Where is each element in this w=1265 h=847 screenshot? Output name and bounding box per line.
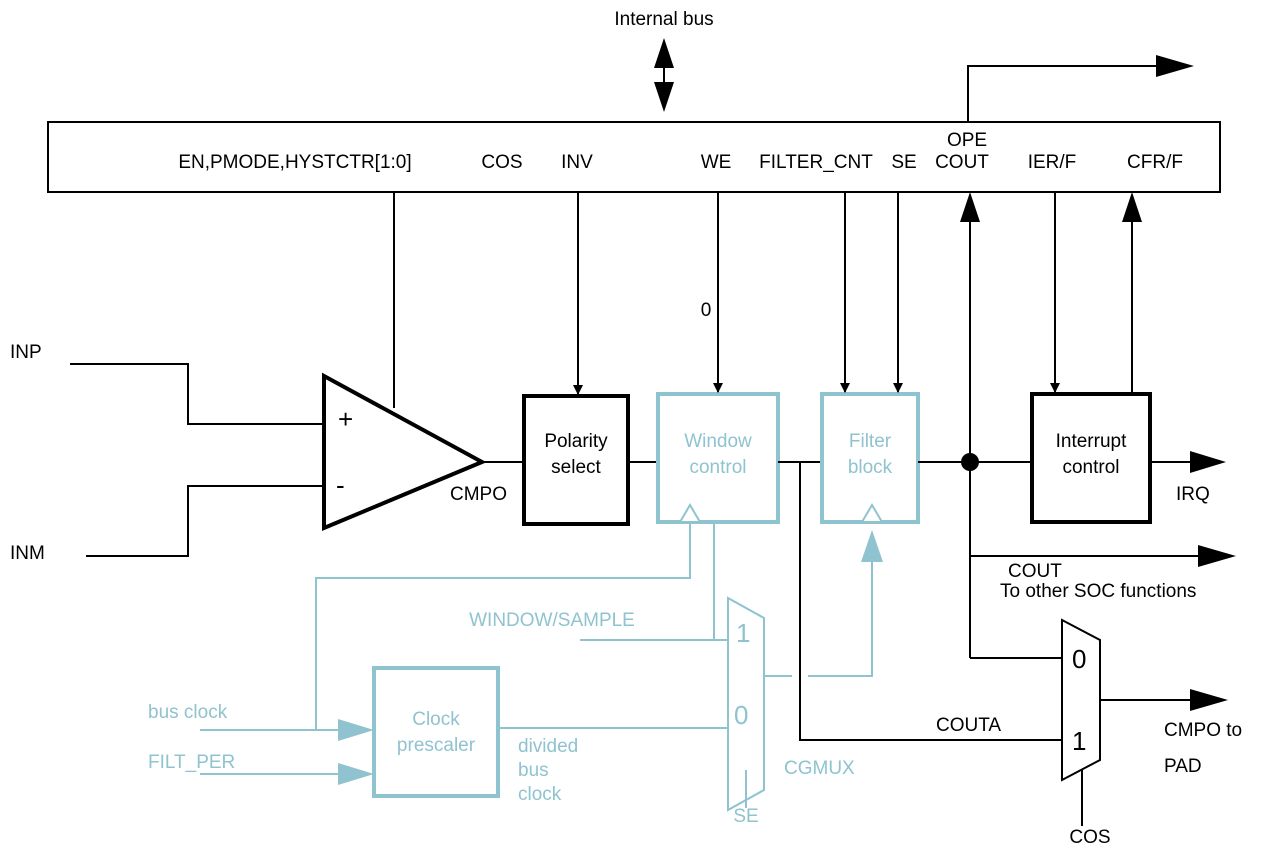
window-label-2: control bbox=[689, 457, 746, 478]
interrupt-label-1: Interrupt bbox=[1056, 431, 1127, 452]
window-clock-line bbox=[315, 522, 691, 730]
polarity-label-2: select bbox=[551, 457, 601, 478]
inp-label: INP bbox=[10, 342, 42, 363]
mux-input-0-label: 0 bbox=[1072, 644, 1086, 674]
window-label-1: Window bbox=[684, 431, 752, 452]
polarity-label-1: Polarity bbox=[544, 431, 608, 452]
field-ope: OPE bbox=[947, 130, 987, 151]
field-ier: IER/F bbox=[1028, 152, 1077, 173]
cout-soc-arrowhead bbox=[1198, 545, 1236, 567]
minus-sign: - bbox=[336, 470, 345, 500]
cgmux bbox=[727, 596, 765, 812]
field-cos: COS bbox=[481, 152, 522, 173]
clock-prescaler-block bbox=[372, 666, 500, 798]
mux-input-1-label: 1 bbox=[1072, 726, 1086, 756]
plus-sign: + bbox=[338, 404, 353, 434]
bus-clock-arrowhead bbox=[338, 719, 374, 741]
divided-label-1: divided bbox=[518, 736, 578, 757]
irq-label: IRQ bbox=[1176, 484, 1210, 505]
filter-clock-arrowhead bbox=[861, 530, 883, 562]
field-cfr: CFR/F bbox=[1127, 152, 1183, 173]
couta-line bbox=[799, 462, 1062, 741]
cmpo-pad-label-2: PAD bbox=[1164, 756, 1202, 777]
window-sample-feed-line bbox=[713, 522, 728, 641]
cout-out-label: COUT bbox=[1008, 561, 1062, 582]
cfr-up-arrowhead bbox=[1122, 192, 1142, 222]
cos-bottom-label: COS bbox=[1069, 827, 1110, 847]
cgmux-label: CGMUX bbox=[784, 758, 855, 779]
bus-clock-label: bus clock bbox=[148, 702, 228, 723]
window-sample-label: WINDOW/SAMPLE bbox=[469, 610, 635, 631]
prescaler-label-1: Clock bbox=[412, 709, 460, 730]
field-en-pmode-hystctr: EN,PMODE,HYSTCTR[1:0] bbox=[178, 152, 411, 173]
interrupt-control-block bbox=[1030, 392, 1152, 524]
cmpo-pad-arrowhead bbox=[1190, 689, 1228, 711]
cmpo-pad-label-1: CMPO to bbox=[1164, 720, 1242, 741]
ope-line bbox=[967, 65, 1160, 122]
filt-per-label: FILT_PER bbox=[148, 752, 235, 773]
cgmux-input-0-label: 0 bbox=[734, 700, 748, 730]
internal-bus-arrow bbox=[654, 38, 674, 112]
window-control-block bbox=[656, 392, 780, 524]
output-mux bbox=[1061, 618, 1101, 782]
inm-line bbox=[86, 485, 324, 557]
inm-label: INM bbox=[10, 543, 45, 564]
filt-per-arrowhead bbox=[338, 763, 374, 785]
field-inv: INV bbox=[561, 152, 593, 173]
ope-arrowhead bbox=[1156, 55, 1194, 77]
inp-line bbox=[70, 363, 324, 425]
cgmux-input-1-label: 1 bbox=[736, 618, 750, 648]
to-other-soc-label: To other SOC functions bbox=[1000, 581, 1196, 602]
comparator-triangle bbox=[322, 372, 487, 532]
field-filter-cnt: FILTER_CNT bbox=[759, 152, 873, 173]
cgmux-to-filter-line bbox=[808, 562, 873, 677]
irq-arrowhead bbox=[1190, 451, 1226, 473]
cmpo-label: CMPO bbox=[450, 484, 507, 505]
field-cout: COUT bbox=[935, 152, 989, 173]
prescaler-label-2: prescaler bbox=[397, 735, 476, 756]
polarity-select-block bbox=[522, 394, 630, 526]
register-block bbox=[47, 121, 1221, 193]
divided-label-3: clock bbox=[518, 784, 562, 805]
cout-up-arrowhead bbox=[960, 192, 980, 222]
filter-label-2: block bbox=[848, 457, 893, 478]
internal-bus-label: Internal bus bbox=[614, 9, 713, 30]
cgmux-se-label: SE bbox=[733, 806, 758, 827]
divided-label-2: bus bbox=[518, 760, 549, 781]
filter-clock-input bbox=[860, 503, 884, 523]
interrupt-label-2: control bbox=[1062, 457, 1119, 478]
zero-label: 0 bbox=[701, 300, 712, 321]
field-we: WE bbox=[701, 152, 732, 173]
couta-label: COUTA bbox=[936, 715, 1001, 736]
filter-label-1: Filter bbox=[849, 431, 892, 452]
field-se: SE bbox=[891, 152, 916, 173]
